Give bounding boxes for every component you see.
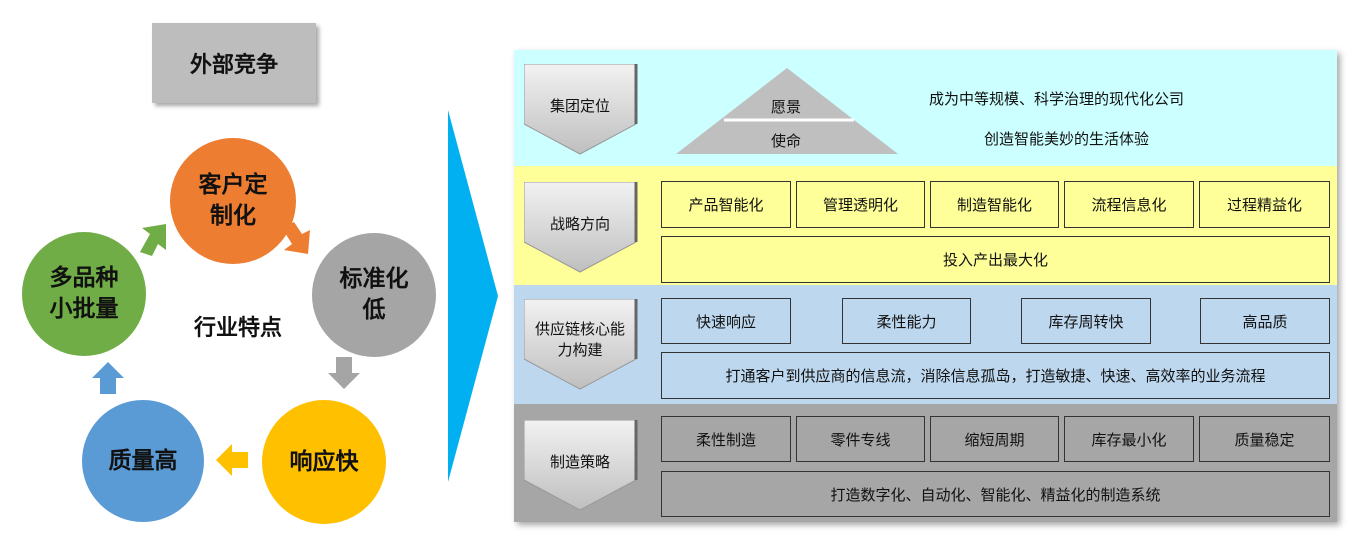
circle-standardization-label: 标准化 低: [339, 266, 409, 323]
row1-label: 集团定位: [549, 97, 610, 115]
capability-cell: 库存周转快: [1021, 298, 1151, 344]
external-competition-box: 外部竞争: [152, 23, 316, 103]
row2-label-shape: [524, 182, 638, 273]
row-strategic-direction: 战略方向 产品智能化 管理透明化 制造智能化 流程信息化 过程精益化 投入产出最…: [514, 166, 1337, 285]
strategy-panel: 集团定位 愿景 使命 成为中等规模、科学治理的现代化公司 创造智能美妙的生活体验…: [514, 50, 1337, 522]
blue-chevron-icon: [448, 110, 498, 482]
arrow-custom-to-std-icon: [282, 222, 310, 254]
circle-custom-label: 客户定 制化: [198, 172, 268, 229]
arrow-multi-to-custom-icon: [140, 224, 166, 256]
pyramid-mission-label: 使命: [771, 132, 802, 150]
strategy-summary: 投入产出最大化: [661, 236, 1330, 283]
row-supply-chain: 供应链核心能 力构建 快速响应 柔性能力 库存周转快 高品质 打通客户到供应商的…: [514, 285, 1337, 404]
manufacturing-summary: 打造数字化、自动化、智能化、精益化的制造系统: [661, 471, 1330, 517]
circle-multi-label: 多品种 小批量: [49, 265, 119, 322]
strategy-cell: 流程信息化: [1064, 181, 1194, 228]
strategy-cell: 制造智能化: [930, 181, 1059, 228]
row-manufacturing-strategy: 制造策略 柔性制造 零件专线 缩短周期 库存最小化 质量稳定 打造数字化、自动化…: [514, 404, 1337, 522]
strategy-cell: 过程精益化: [1199, 181, 1330, 228]
vision-mission-pyramid: [676, 68, 898, 154]
arrow-std-to-resp-icon: [328, 357, 360, 389]
vision-statement: 成为中等规模、科学治理的现代化公司: [929, 90, 1185, 108]
arrow-quality-to-multi-icon: [92, 362, 124, 394]
strategy-cell: 管理透明化: [796, 181, 925, 228]
circle-response-label: 响应快: [289, 448, 359, 475]
row3-label-shape: [524, 299, 638, 390]
industry-characteristics-label: 行业特点: [194, 316, 283, 341]
strategy-cell: 产品智能化: [661, 181, 791, 228]
circle-standardization: 标准化 低: [312, 233, 436, 357]
arrow-resp-to-quality-icon: [216, 444, 248, 476]
mission-statement: 创造智能美妙的生活体验: [984, 130, 1150, 148]
row2-label: 战略方向: [549, 215, 610, 233]
capability-cell: 快速响应: [661, 298, 791, 344]
circle-quality-label: 质量高: [108, 447, 178, 474]
manufacturing-cell: 零件专线: [796, 416, 925, 462]
circle-quality: 质量高: [82, 400, 204, 522]
circle-custom: 客户定 制化: [170, 138, 296, 264]
manufacturing-cell: 柔性制造: [661, 416, 791, 462]
capability-cell: 高品质: [1200, 298, 1330, 344]
row4-label: 制造策略: [549, 453, 610, 471]
capability-summary: 打通客户到供应商的信息流，消除信息孤岛，打造敏捷、快速、高效率的业务流程: [661, 352, 1330, 399]
row4-label-shape: [524, 420, 638, 511]
pyramid-vision-label: 愿景: [771, 98, 802, 116]
row3-label: 供应链核心能 力构建: [534, 320, 625, 359]
row1-label-shape: [524, 64, 638, 155]
manufacturing-cell: 缩短周期: [930, 416, 1059, 462]
capability-cell: 柔性能力: [842, 298, 971, 344]
row-group-positioning: 集团定位 愿景 使命 成为中等规模、科学治理的现代化公司 创造智能美妙的生活体验: [514, 50, 1337, 166]
circle-multi: 多品种 小批量: [22, 232, 146, 356]
manufacturing-cell: 库存最小化: [1064, 416, 1194, 462]
circle-response: 响应快: [262, 400, 386, 524]
manufacturing-cell: 质量稳定: [1199, 416, 1330, 462]
